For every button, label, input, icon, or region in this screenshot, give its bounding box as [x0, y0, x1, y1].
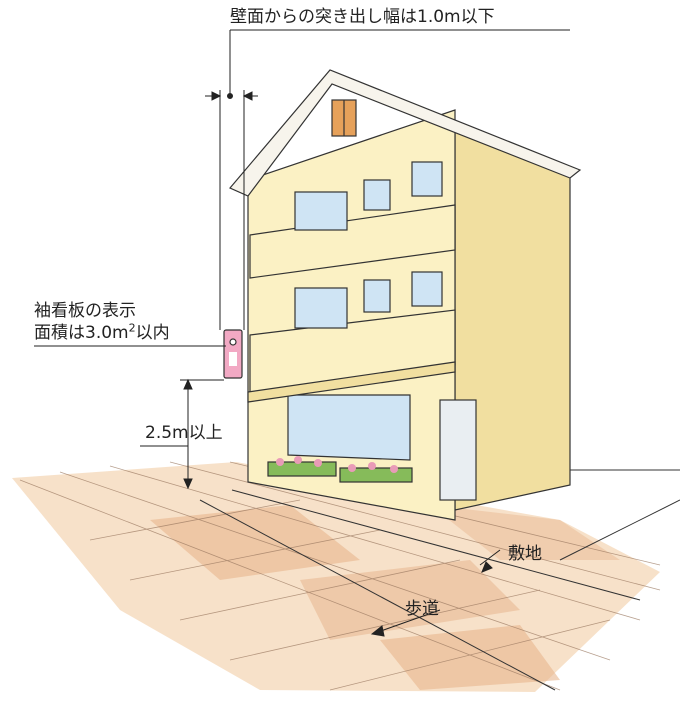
gable-roof	[229, 69, 582, 197]
middle-windows	[294, 271, 443, 329]
window	[363, 179, 391, 211]
sign-area-text-end: 以内	[135, 323, 170, 343]
building	[223, 69, 582, 521]
planter-flowers	[276, 456, 398, 473]
sidewalk-label: 歩道	[405, 599, 439, 619]
site-label: 敷地	[508, 544, 542, 564]
dimension-lines	[34, 29, 570, 637]
sidewalk-shade-2	[300, 560, 520, 640]
curb-line	[199, 499, 556, 691]
paving-joints	[19, 461, 661, 691]
upper-windows	[294, 161, 443, 231]
storefront-glass	[287, 394, 411, 461]
sign-area-text: 面積は3.0m	[34, 323, 129, 343]
sidewalk-shade-3	[380, 625, 560, 690]
sign-mark-2	[229, 352, 237, 366]
window	[294, 191, 348, 231]
sign-area-superscript: 2	[128, 321, 136, 335]
paving	[12, 461, 680, 692]
sign-area-label-line1: 袖看板の表示	[34, 301, 136, 321]
balcony-upper	[249, 204, 456, 279]
street-edge-line-2	[559, 499, 680, 561]
sidewalk-arrow-line	[377, 609, 441, 633]
sign-area-label-line2: 面積は3.0m2以内	[34, 322, 170, 344]
projection-limit-label: 壁面からの突き出し幅は1.0m以下	[230, 7, 495, 27]
site-boundary-line	[231, 489, 641, 601]
shop-door	[439, 399, 477, 501]
sign-mark	[229, 338, 237, 346]
sign-area-label: 袖看板の表示 面積は3.0m2以内	[34, 300, 170, 344]
window	[411, 271, 443, 307]
window	[411, 161, 443, 197]
site-arrow-line	[479, 549, 501, 566]
ground-floor-band	[247, 361, 456, 403]
window	[294, 287, 348, 329]
clearance-label: 2.5m以上	[145, 423, 223, 443]
window	[363, 279, 391, 313]
